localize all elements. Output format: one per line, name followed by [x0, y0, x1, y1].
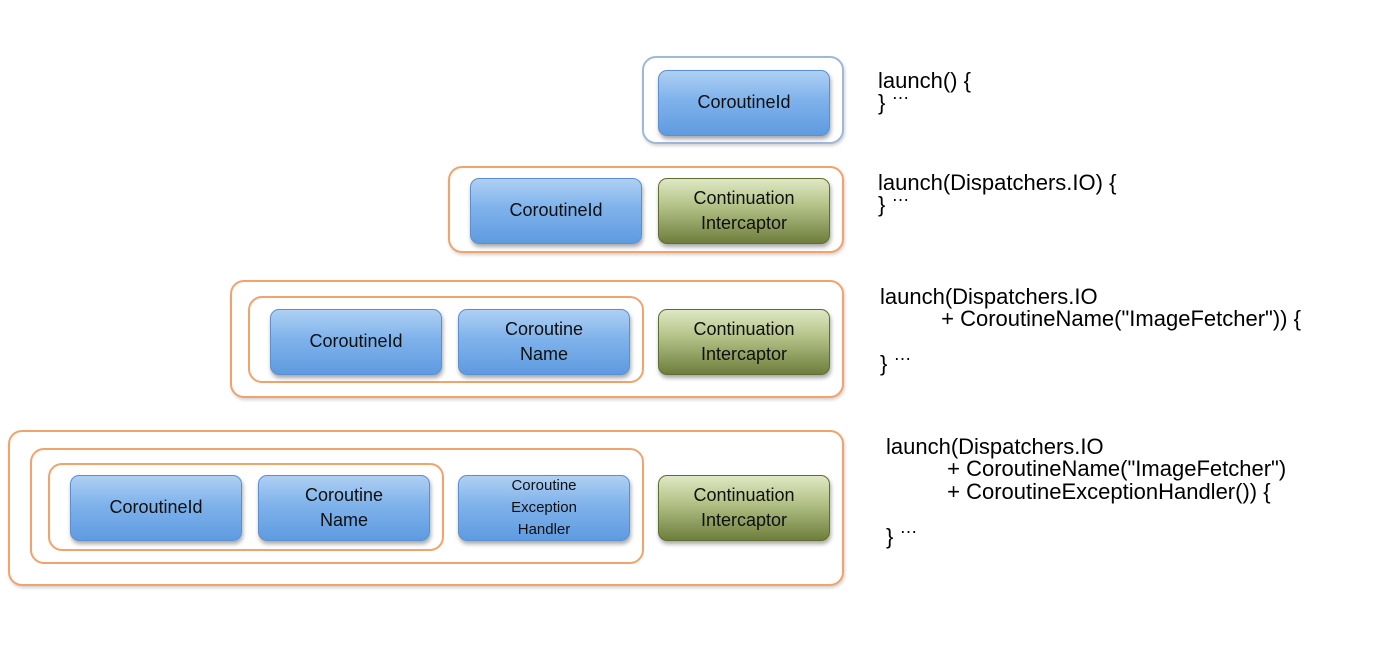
code-snippet-row2: launch(Dispatchers.IO) { } …: [878, 170, 1117, 218]
code-snippet-row4: launch(Dispatchers.IO + CoroutineName("I…: [886, 434, 1287, 549]
code-line: launch(Dispatchers.IO) {: [878, 170, 1117, 195]
continuation-interceptor-box: Continuation Intercaptor: [658, 309, 830, 375]
code-snippet-row1: launch() { } …: [878, 68, 971, 116]
ellipsis: …: [899, 516, 919, 537]
code-line: + CoroutineName("ImageFetcher"): [886, 456, 1287, 482]
continuation-interceptor-box: Continuation Intercaptor: [658, 178, 830, 244]
ellipsis: …: [891, 83, 911, 104]
coroutine-exception-handler-box: Coroutine Exception Handler: [458, 475, 630, 541]
code-line: launch(Dispatchers.IO: [880, 284, 1098, 309]
continuation-interceptor-box: Continuation Intercaptor: [658, 475, 830, 541]
code-line: }: [880, 351, 888, 377]
code-line: launch() {: [878, 68, 971, 93]
coroutine-id-box: CoroutineId: [70, 475, 242, 541]
ellipsis: …: [893, 344, 913, 365]
code-line: }: [878, 90, 886, 116]
code-line: + CoroutineExceptionHandler()) {: [886, 478, 1271, 504]
coroutine-name-box: Coroutine Name: [258, 475, 430, 541]
ellipsis: …: [891, 185, 911, 206]
code-line: + CoroutineName("ImageFetcher")) {: [880, 306, 1301, 332]
coroutine-id-box: CoroutineId: [470, 178, 642, 244]
code-snippet-row3: launch(Dispatchers.IO + CoroutineName("I…: [880, 284, 1301, 377]
coroutine-id-box: CoroutineId: [658, 70, 830, 136]
code-line: }: [878, 192, 886, 218]
coroutine-name-box: Coroutine Name: [458, 309, 630, 375]
code-line: }: [886, 523, 894, 549]
coroutine-id-box: CoroutineId: [270, 309, 442, 375]
code-line: launch(Dispatchers.IO: [886, 434, 1104, 459]
